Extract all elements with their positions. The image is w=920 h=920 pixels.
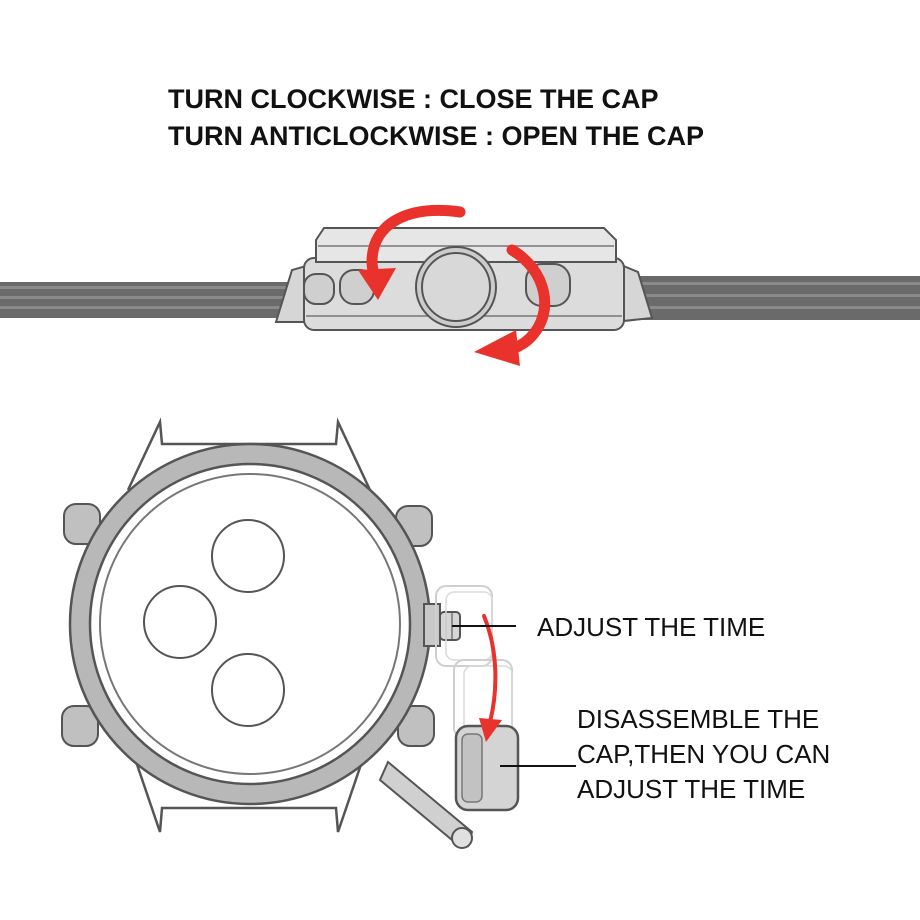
subdial-left [143,585,217,659]
crown [421,252,491,322]
subdial-top [211,519,285,593]
watch-side-view-illustration [0,204,920,366]
watch-dial [99,473,401,775]
watch-front-view-illustration [61,417,576,849]
callout-disassemble-cap: DISASSEMBLE THE CAP,THEN YOU CAN ADJUST … [577,702,830,807]
instruction-clockwise: TURN CLOCKWISE : CLOSE THE CAP [168,84,659,114]
left-bottom-pusher [61,705,99,747]
red-arrowhead-down [479,718,502,742]
instruction-anticlockwise: TURN ANTICLOCKWISE : OPEN THE CAP [168,121,704,151]
callout-adjust-time: ADJUST THE TIME [537,610,765,645]
crown-guard [423,603,441,647]
left-pusher-outer [303,273,335,305]
callout-disassemble-line-3: ADJUST THE TIME [577,774,806,804]
left-strap [0,282,298,318]
red-arrowhead-down [358,268,396,300]
hinge-pivot [451,827,473,849]
crown-cap-face [461,733,483,803]
right-strap [628,276,920,320]
red-arrowhead-left [474,330,520,366]
callout-disassemble-line-1: DISASSEMBLE THE [577,704,820,734]
callout-disassemble-line-2: CAP,THEN YOU CAN [577,739,831,769]
red-curved-arrow-icon [482,614,498,724]
bezel [315,227,617,263]
subdial-bottom [211,653,285,727]
callout-adjust-time-text: ADJUST THE TIME [537,612,766,642]
